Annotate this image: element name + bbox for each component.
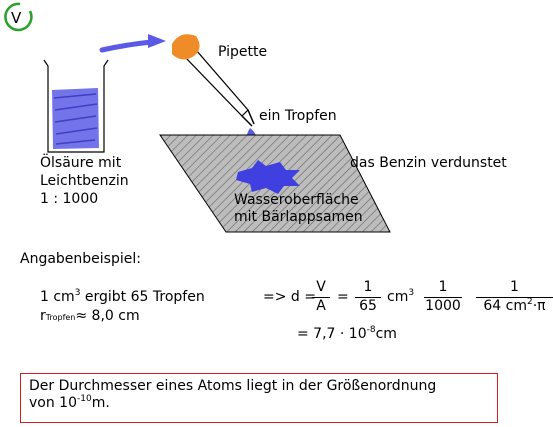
area-pi-text: ·π [532,298,546,314]
conclusion-magnitude: von 10 [29,395,77,411]
radius-symbol: r [40,308,46,324]
cubic-centimeter-unit: cm3 [387,288,415,308]
fraction-1-over-1000-denominator: 1000 [424,297,462,314]
fraction-1-over-65-numerator: 1 [363,279,373,295]
fraction-v-over-a: V A [312,279,330,315]
badge-ring [4,2,33,32]
fraction-1-over-area: 1 64 cm2·π [476,279,553,317]
cm-exponent: 3 [408,288,415,298]
diameter-result: = 7,7 · 10-8cm [297,325,397,345]
diameter-formula-start: => d = [263,289,316,305]
drops-volume-exponent: 3 [74,288,81,298]
drops-volume-text: 1 cm [40,289,75,305]
fraction-1-over-area-numerator: 1 [510,279,519,295]
transfer-arrow [99,34,166,53]
fraction-1-over-1000-numerator: 1 [438,279,448,295]
water-surface-label-line2: mit Bärlappsamen [234,209,363,225]
result-unit: cm [375,326,397,342]
pipette-bulb [172,34,200,60]
conclusion-exponent: -10 [77,394,92,404]
fraction-1-over-65-denominator: 65 [355,297,381,315]
radius-subscript: Tropfen [45,313,76,322]
pipette [185,49,255,127]
oleic-acid-label-line2: Leichtbenzin [40,173,129,189]
drop-radius: rTropfen≈ 8,0 cm [40,308,140,326]
fraction-1-over-area-denominator: 64 cm2·π [476,297,553,317]
fraction-v-over-a-denominator: A [312,297,330,315]
evaporation-label: das Benzin verdunstet [350,155,507,171]
conclusion-line1: Der Durchmesser eines Atoms liegt in der… [29,378,437,394]
equals-sign: = [337,289,349,305]
fraction-v-over-a-numerator: V [316,279,326,295]
conclusion-box: Der Durchmesser eines Atoms liegt in der… [20,373,498,423]
beaker-liquid [52,88,99,149]
cm-text: cm [387,289,409,305]
badge-label: V [11,9,22,27]
drops-per-volume: 1 cm3 ergibt 65 Tropfen [40,288,205,308]
radius-value: ≈ 8,0 cm [75,308,140,324]
conclusion-line2: von 10-10m. [29,394,489,414]
oleic-acid-label-line1: Ölsäure mit [40,155,122,171]
water-surface-label-line1: Wasseroberfläche [234,192,359,208]
example-heading: Angabenbeispiel: [20,251,141,267]
mixing-ratio-label: 1 : 1000 [40,191,99,207]
drop-label: ein Tropfen [259,108,337,124]
area-radius-text: 64 cm [483,298,527,314]
beaker [43,59,109,153]
area-exponent: 2 [526,297,533,307]
conclusion-unit: m. [91,395,110,411]
pipette-label: Pipette [218,44,268,60]
fraction-1-over-1000: 1 1000 [424,279,462,315]
fraction-1-over-65: 1 65 [355,279,381,315]
oil-spread [236,160,300,194]
result-exponent: -8 [366,325,376,335]
result-mantissa: = 7,7 · 10 [297,326,367,342]
drops-count-text: ergibt 65 Tropfen [80,289,205,305]
